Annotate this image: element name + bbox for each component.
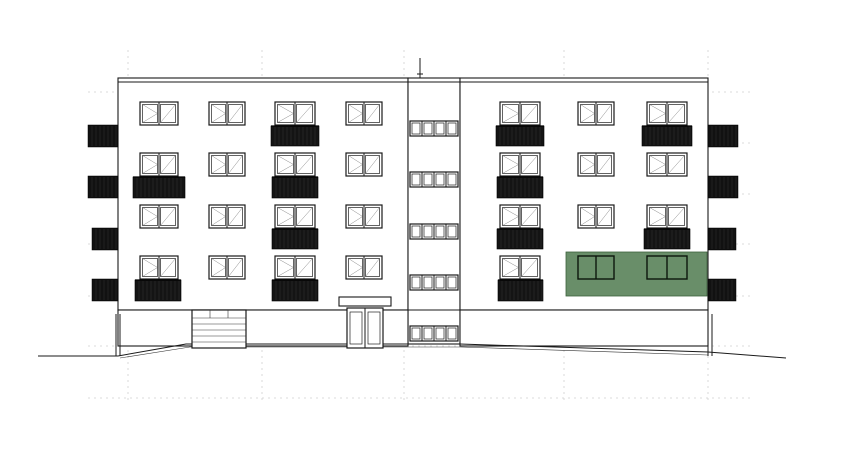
side-balcony: [707, 278, 737, 302]
balcony-railing: [271, 279, 319, 302]
balcony-railing: [132, 176, 186, 199]
balcony-railing: [496, 176, 544, 199]
window: [208, 152, 246, 177]
balcony-railing: [271, 228, 319, 250]
facade-windows: [139, 101, 688, 280]
highlighted-apartment-area: [565, 251, 708, 297]
balcony-railing: [134, 279, 182, 302]
window: [208, 255, 246, 280]
window: [499, 255, 541, 280]
side-balcony: [707, 227, 737, 251]
window: [646, 204, 688, 229]
window: [345, 152, 383, 177]
window: [646, 101, 688, 126]
entrance-door: [338, 296, 392, 349]
window: [499, 101, 541, 126]
balcony-railings: [132, 125, 693, 302]
balcony-railing: [270, 125, 320, 147]
side-balcony: [707, 175, 739, 199]
window: [577, 101, 615, 126]
balcony-railing: [495, 125, 545, 147]
window: [139, 101, 179, 126]
highlighted-unit: [565, 251, 708, 297]
balcony-railing: [643, 228, 691, 250]
terrain: [38, 343, 787, 359]
window: [345, 101, 383, 126]
window: [499, 204, 541, 229]
window: [274, 152, 316, 177]
window: [139, 152, 179, 177]
stair-window: [409, 274, 459, 291]
window: [274, 101, 316, 126]
stair-window: [409, 120, 459, 137]
stair-window: [409, 171, 459, 188]
window: [208, 204, 246, 229]
balcony-railing: [641, 125, 693, 147]
balcony-railing: [497, 279, 544, 302]
window: [646, 152, 688, 177]
window: [345, 204, 383, 229]
window: [274, 204, 316, 229]
side-balcony: [707, 124, 739, 148]
stair-windows: [409, 120, 459, 342]
stair-core: [407, 77, 461, 345]
window: [139, 255, 179, 280]
entrance-canopy: [338, 296, 392, 307]
window: [577, 204, 615, 229]
side-balcony: [91, 278, 119, 302]
window: [208, 101, 246, 126]
window: [139, 204, 179, 229]
window: [345, 255, 383, 280]
stair-window: [409, 223, 459, 240]
side-balcony: [91, 227, 119, 251]
side-balcony: [87, 124, 119, 148]
side-balconies: [87, 124, 739, 302]
window: [499, 152, 541, 177]
balcony-railing: [496, 228, 544, 250]
window: [274, 255, 316, 280]
side-balcony: [87, 175, 119, 199]
plinth-right: [459, 309, 709, 347]
stair-window: [409, 325, 459, 342]
balcony-railing: [271, 176, 319, 199]
basement-opening: [191, 309, 247, 349]
window: [577, 152, 615, 177]
